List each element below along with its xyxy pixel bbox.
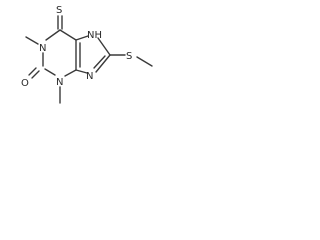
atom-labels: S N NH N N O S <box>21 5 132 89</box>
bond-n3-c4 <box>64 69 77 77</box>
atom-n1-nitrogen: N <box>39 43 46 54</box>
atom-thioether-sulfur: S <box>126 51 132 62</box>
atom-n3-nitrogen: N <box>56 77 63 88</box>
bond-c2-o-a <box>28 67 37 76</box>
bond-c8-n9-inner <box>93 55 106 69</box>
atom-n7-nitrogen-hydrogen: NH <box>87 30 102 41</box>
bond-c6-c5 <box>59 29 77 41</box>
bond-c2-o-b <box>31 70 40 79</box>
bond-n7-c8 <box>97 37 111 56</box>
atom-carbonyl-oxygen: O <box>21 78 29 89</box>
bond-s-methyl <box>136 56 153 67</box>
atom-n9-nitrogen: N <box>86 71 93 82</box>
chemical-structure: S N NH N N O S <box>21 5 153 104</box>
bond-c2-n3 <box>44 68 56 76</box>
bond-c6-n1 <box>45 29 61 41</box>
bond-c8-n9 <box>95 54 111 73</box>
bond-n1-methyl <box>25 36 39 45</box>
bonds <box>25 15 153 104</box>
bond-c5-n7 <box>75 35 89 41</box>
bond-n9-c4 <box>75 69 88 74</box>
atom-thione-sulfur: S <box>56 5 62 16</box>
